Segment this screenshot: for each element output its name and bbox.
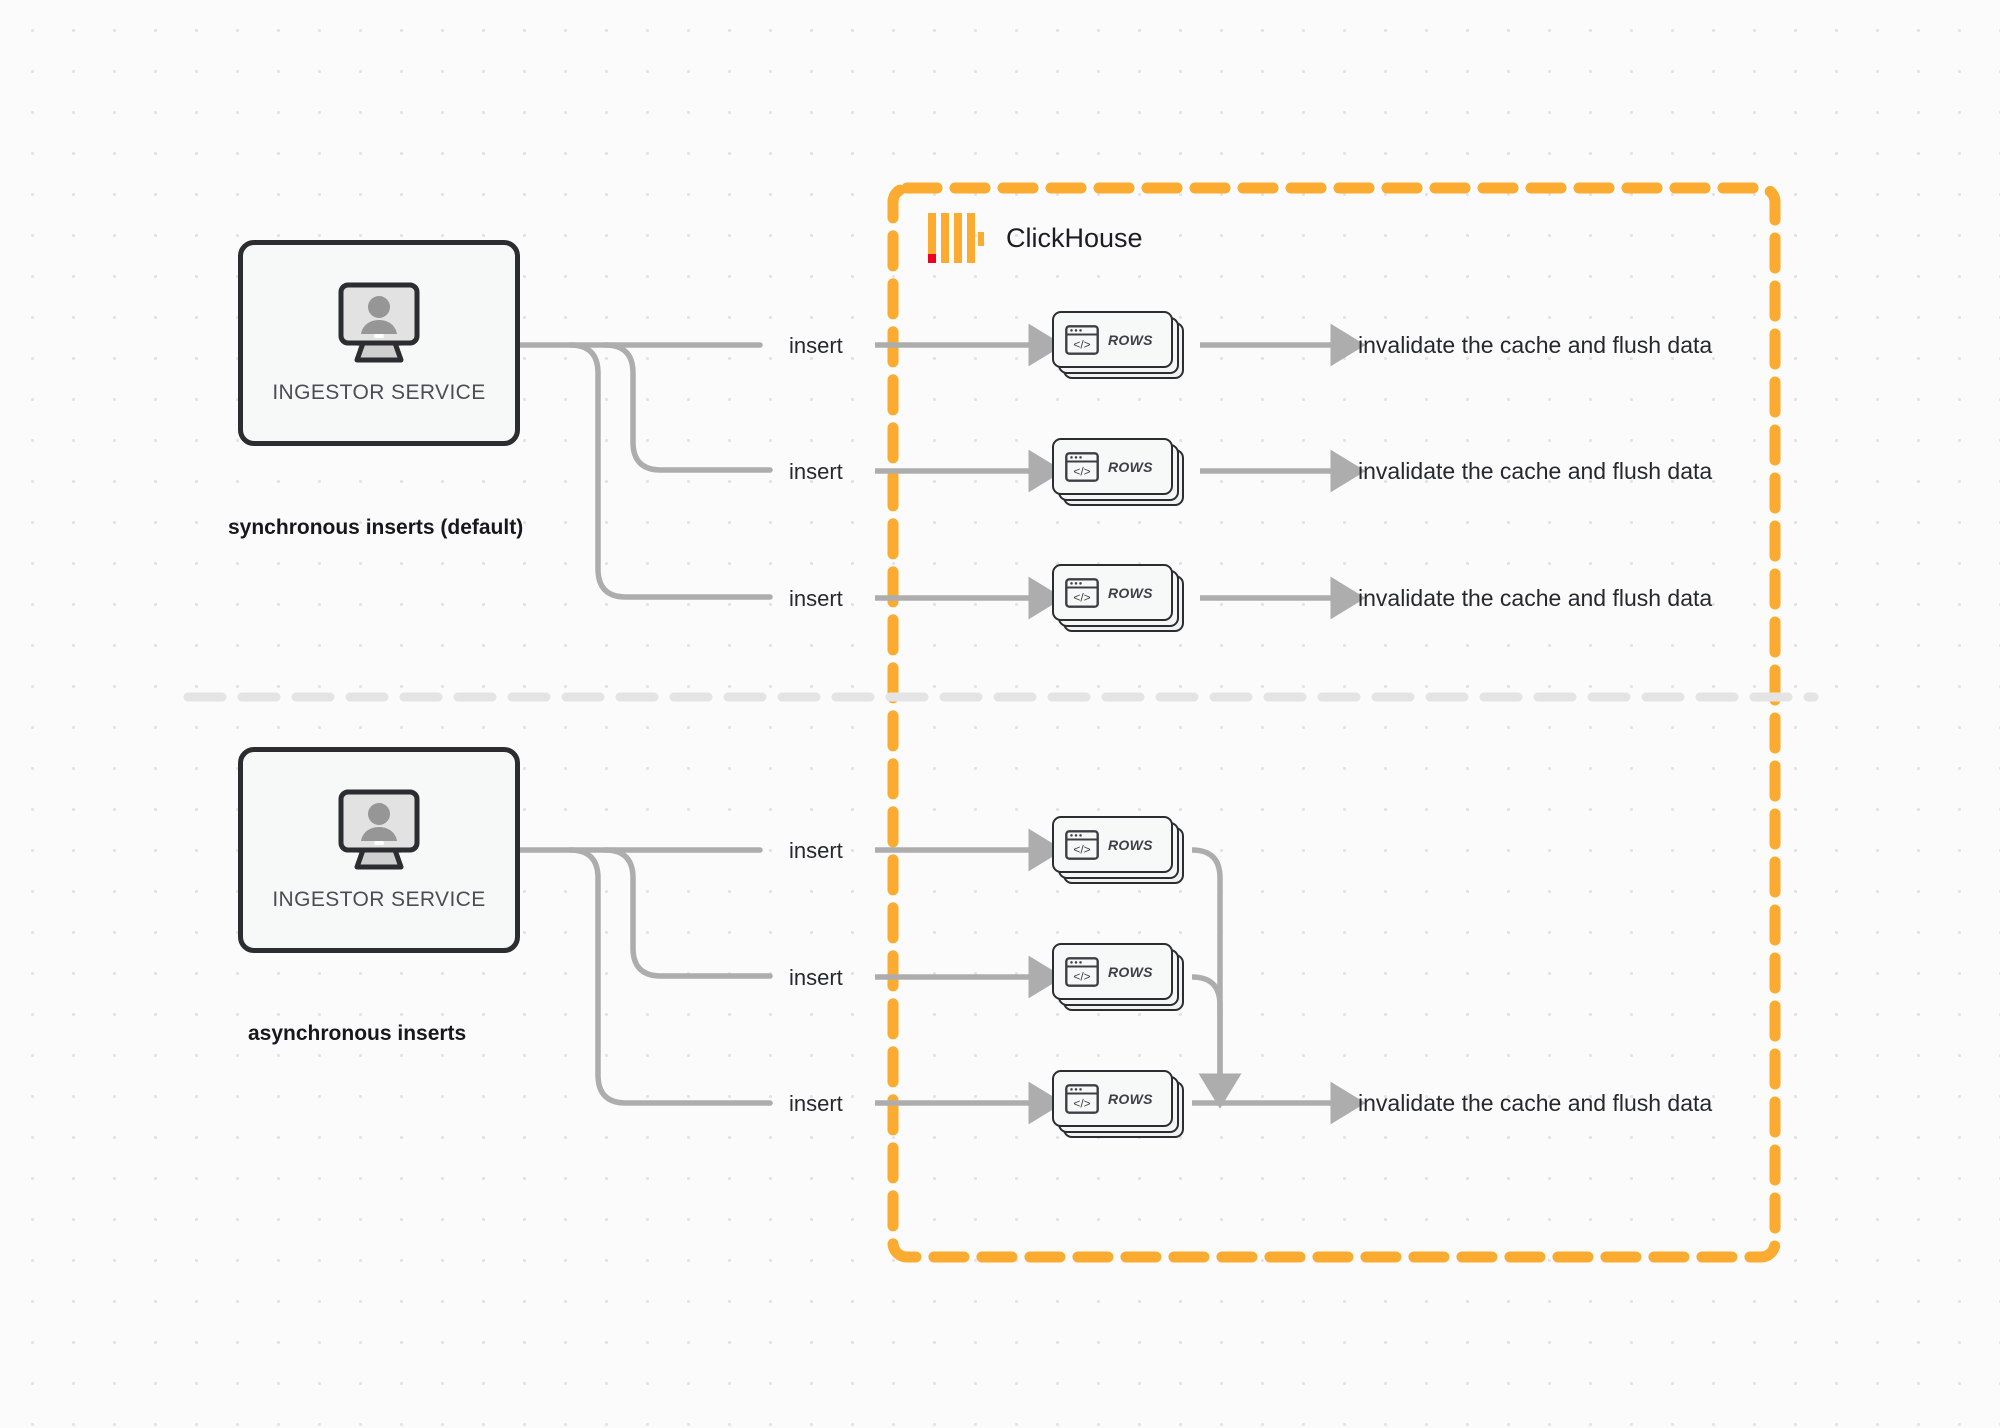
code-window-icon: </>	[1065, 956, 1099, 987]
rows-card-sync-2[interactable]: </> ROWS	[1052, 438, 1184, 506]
svg-text:</>: </>	[1073, 842, 1090, 856]
rows-label: ROWS	[1108, 584, 1153, 601]
svg-text:</>: </>	[1073, 590, 1090, 604]
rows-label: ROWS	[1108, 1090, 1153, 1107]
result-label-async-merged: invalidate the cache and flush data	[1358, 1090, 1713, 1116]
code-window-icon: </>	[1065, 577, 1099, 608]
async-branch-2	[602, 847, 773, 979]
async-merge-from-row2	[1191, 974, 1242, 1109]
result-label-sync-3: invalidate the cache and flush data	[1358, 585, 1713, 611]
rows-card-front: </> ROWS	[1052, 564, 1173, 621]
section-caption-synchronous: synchronous inserts (default)	[228, 516, 524, 539]
sync-branch-3	[567, 342, 773, 600]
async-merge-from-row1	[1191, 847, 1242, 1109]
edge-label-insert-sync-3: insert	[789, 586, 843, 611]
monitor-user-icon	[333, 788, 425, 874]
async-branch-3	[567, 847, 773, 1106]
edge-label-insert-sync-2: insert	[789, 459, 843, 484]
result-label-sync-2: invalidate the cache and flush data	[1358, 458, 1713, 484]
clickhouse-name: ClickHouse	[1006, 222, 1143, 253]
clickhouse-brand: ClickHouse	[928, 213, 1143, 263]
code-window-icon: </>	[1065, 451, 1099, 482]
section-caption-asynchronous: asynchronous inserts	[248, 1022, 467, 1045]
svg-text:</>: </>	[1073, 464, 1090, 478]
rows-card-sync-1[interactable]: </> ROWS	[1052, 311, 1184, 379]
service-label: INGESTOR SERVICE	[272, 888, 486, 911]
edge-label-insert-async-3: insert	[789, 1091, 843, 1116]
code-window-icon: </>	[1065, 829, 1099, 860]
rows-label: ROWS	[1108, 836, 1153, 853]
rows-card-async-1[interactable]: </> ROWS	[1052, 816, 1184, 884]
rows-card-front: </> ROWS	[1052, 311, 1173, 368]
rows-label: ROWS	[1108, 331, 1153, 348]
edge-label-insert-async-2: insert	[789, 965, 843, 990]
code-window-icon: </>	[1065, 1083, 1099, 1114]
clickhouse-boundary	[887, 182, 1781, 1263]
monitor-user-icon	[333, 281, 425, 367]
sidebar-item-ingestor-service-async[interactable]: INGESTOR SERVICE	[238, 747, 520, 953]
svg-text:</>: </>	[1073, 1096, 1090, 1110]
sidebar-item-ingestor-service-sync[interactable]: INGESTOR SERVICE	[238, 240, 520, 446]
rows-card-front: </> ROWS	[1052, 1070, 1173, 1127]
rows-card-sync-3[interactable]: </> ROWS	[1052, 564, 1184, 632]
rows-card-front: </> ROWS	[1052, 438, 1173, 495]
edge-label-insert-sync-1: insert	[789, 333, 843, 358]
service-label: INGESTOR SERVICE	[272, 381, 486, 404]
svg-text:</>: </>	[1073, 337, 1090, 351]
svg-text:</>: </>	[1073, 969, 1090, 983]
rows-label: ROWS	[1108, 963, 1153, 980]
rows-card-front: </> ROWS	[1052, 816, 1173, 873]
clickhouse-logo-icon	[928, 213, 984, 263]
rows-card-async-2[interactable]: </> ROWS	[1052, 943, 1184, 1011]
code-window-icon: </>	[1065, 324, 1099, 355]
sync-branch-2	[602, 342, 773, 473]
rows-label: ROWS	[1108, 458, 1153, 475]
rows-card-front: </> ROWS	[1052, 943, 1173, 1000]
rows-card-async-3[interactable]: </> ROWS	[1052, 1070, 1184, 1138]
edge-label-insert-async-1: insert	[789, 838, 843, 863]
result-label-sync-1: invalidate the cache and flush data	[1358, 332, 1713, 358]
